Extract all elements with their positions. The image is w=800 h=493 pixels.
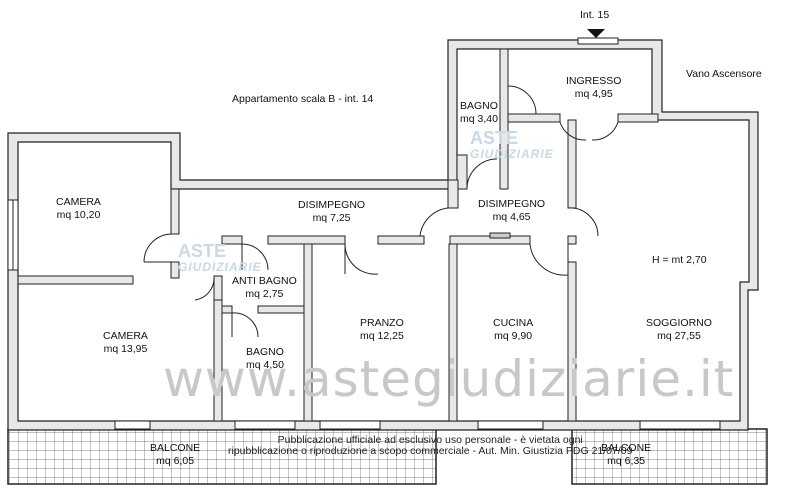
disclaimer: Pubblicazione ufficiale ad esclusivo uso… [228, 434, 633, 457]
entrance-arrow [577, 29, 619, 45]
interior-walls [17, 48, 659, 422]
balcone-left-floor [7, 428, 437, 485]
windows [7, 199, 721, 430]
logo-watermark-2: ASTE GIUDIZIARIE [470, 128, 554, 161]
entrance-label: Int. 15 [580, 9, 610, 21]
balcone-right-floor [571, 428, 768, 485]
apartment-title: Appartamento scala B - int. 14 [232, 93, 374, 105]
lift-label: Vano Ascensore [686, 68, 762, 80]
site-watermark: www.astegiudiziarie.it [163, 350, 735, 408]
door-swings [143, 85, 619, 338]
ceiling-height: H = mt 2,70 [652, 254, 707, 266]
logo-watermark-1: ASTE GIUDIZIARIE [178, 241, 262, 274]
